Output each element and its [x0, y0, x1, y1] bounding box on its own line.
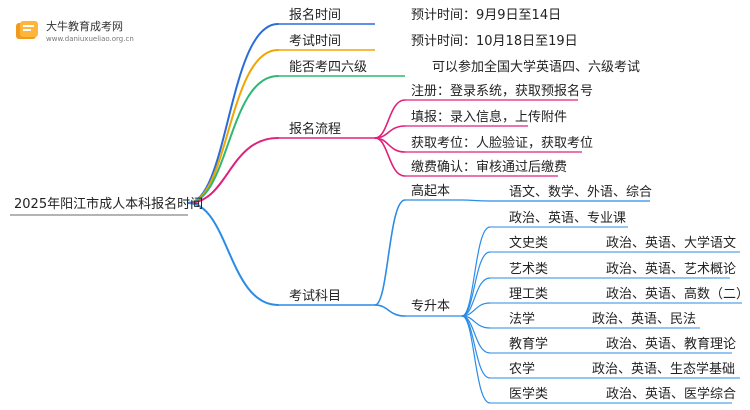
zhuanshengben-node: 专升本: [411, 299, 451, 314]
registration-time-detail: 预计时间：9月9日至14日: [411, 8, 562, 23]
branch-registration-time: 报名时间: [289, 8, 342, 23]
connector-curve-19: [374, 199, 406, 306]
root-topic: 2025年阳江市成人本科报名时间: [14, 197, 204, 212]
category-ligong-subjects: 政治、英语、高数（二）: [606, 287, 750, 302]
connector-curve-5: [187, 75, 279, 204]
category-yishu-subjects: 政治、英语、艺术概论: [606, 262, 737, 277]
category-yishu: 艺术类: [509, 262, 549, 277]
exam-time-detail: 预计时间：10月18日至19日: [411, 34, 578, 49]
category-jiaoyu: 教育学: [509, 337, 549, 352]
process-step-register: 注册：登录系统，获取预报名号: [411, 84, 594, 99]
process-step-fill-in: 填报：录入信息，上传附件: [411, 110, 568, 125]
category-wenshi-subjects: 政治、英语、大学语文: [606, 236, 737, 251]
logo-site-url: www.daniuxueliao.org.cn: [46, 35, 134, 43]
connector-curve-17: [187, 202, 279, 306]
connector-curve-29: [461, 277, 491, 317]
branch-registration-process: 报名流程: [289, 122, 342, 137]
connector-curve-25: [461, 226, 491, 317]
connector-curve-39: [461, 315, 491, 404]
zhuanshengben-common: 政治、英语、专业课: [509, 211, 627, 226]
logo-site-name: 大牛教育成考网: [46, 20, 123, 33]
connector-curve-23: [374, 304, 406, 317]
process-step-seat: 获取考位：人脸验证，获取考位: [411, 136, 594, 151]
gaoqiben-subjects: 语文、数学、外语、综合: [509, 185, 653, 200]
site-logo[interactable]: 大牛教育成考网 www.daniuxueliao.org.cn: [12, 14, 162, 50]
branch-exam-time: 考试时间: [289, 34, 342, 49]
book-logo-icon: [16, 21, 38, 39]
category-nongxue-subjects: 政治、英语、生态学基础: [592, 362, 736, 377]
connector-curve-15: [374, 137, 406, 177]
connector-curve-7: [187, 137, 279, 204]
category-ligong: 理工类: [509, 287, 549, 302]
branch-exam-subjects: 考试科目: [289, 289, 342, 304]
cet-eligibility-detail: 可以参加全国大学英语四、六级考试: [432, 60, 641, 75]
branch-cet-eligibility: 能否考四六级: [289, 60, 368, 75]
connector-curve-3: [187, 49, 279, 204]
connector-curve-35: [461, 315, 491, 354]
category-wenshi: 文史类: [509, 236, 549, 251]
process-step-payment: 缴费确认：审核通过后缴费: [411, 160, 568, 175]
connector-curve-21: [461, 199, 491, 202]
category-faxue: 法学: [509, 312, 536, 327]
category-faxue-subjects: 政治、英语、民法: [592, 312, 697, 327]
category-yixue: 医学类: [509, 387, 549, 402]
category-nongxue: 农学: [509, 362, 536, 377]
category-yixue-subjects: 政治、英语、医学综合: [606, 387, 737, 402]
connector-curve-9: [374, 99, 406, 139]
category-jiaoyu-subjects: 政治、英语、教育理论: [606, 337, 737, 352]
gaoqiben-node: 高起本: [411, 184, 451, 199]
connector-curve-31: [461, 302, 491, 317]
